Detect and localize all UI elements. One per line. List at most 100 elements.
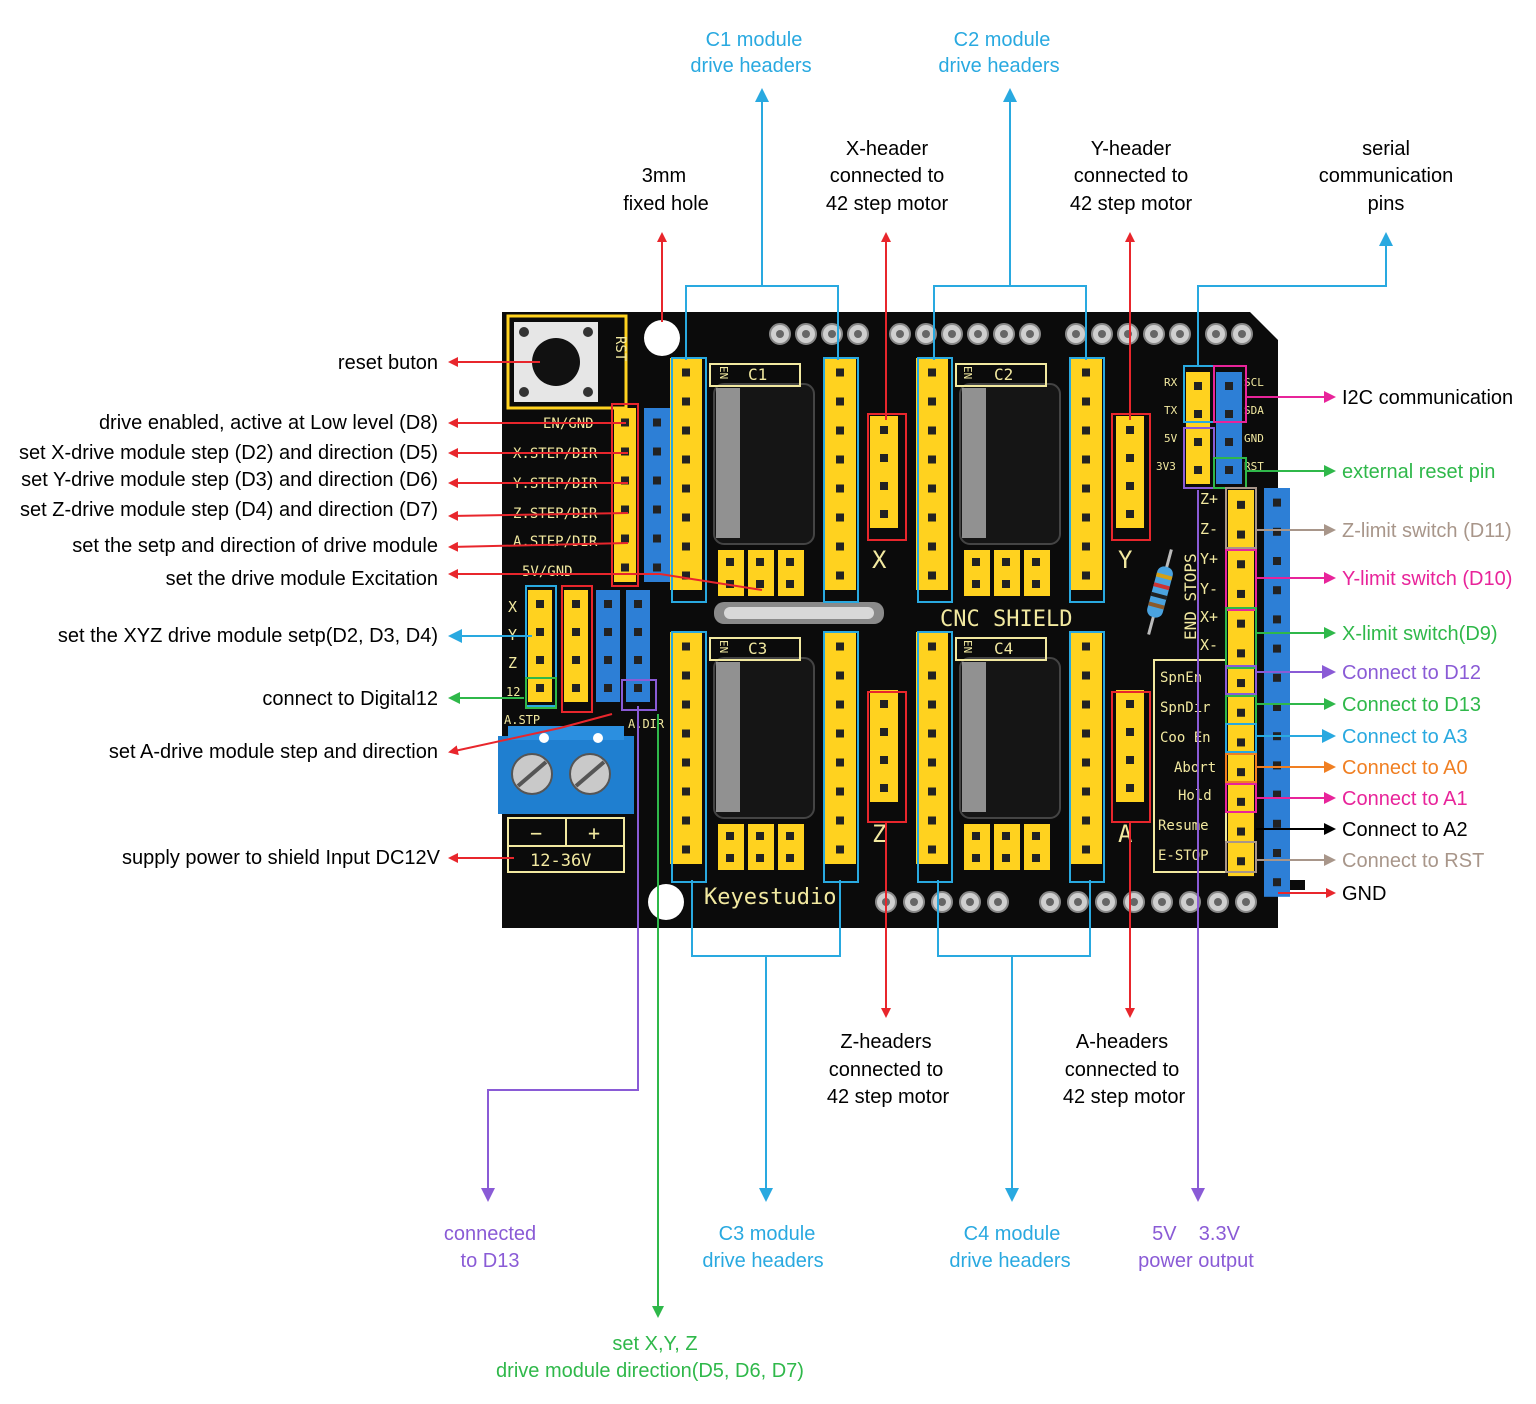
xyz-jumper-outline	[525, 585, 557, 707]
silk-en: EN	[961, 366, 974, 379]
mount-hole-bottom	[648, 884, 684, 920]
label-x-step: set X-drive module step (D2) and directi…	[19, 442, 438, 464]
silk-sda: SDA	[1244, 404, 1264, 417]
silk-ym: Y-	[1200, 580, 1218, 598]
jumper-col-1	[528, 590, 552, 702]
a-jumper-outline	[561, 585, 593, 713]
label-hole-line2: fixed hole	[623, 193, 709, 215]
silk-coolen: Coo En	[1160, 730, 1211, 746]
jumper-col-2	[564, 590, 588, 702]
silk-brand: Keyestudio	[704, 885, 836, 910]
silk-estop: E-STOP	[1158, 848, 1209, 864]
silk-axis-label: Y	[1118, 546, 1133, 574]
driver-module-c4: C4A	[916, 632, 1144, 870]
silk-axis-label: X	[872, 546, 887, 574]
motor-header	[1116, 690, 1144, 802]
label-i2c: I2C communication	[1342, 387, 1513, 409]
driver-socket-right	[1070, 632, 1102, 864]
motor-header	[1116, 416, 1144, 528]
label-xhdr-line2: connected to	[830, 165, 945, 187]
control-pin-header	[614, 408, 670, 582]
silk-plus: +	[588, 821, 600, 845]
callout-overlay	[525, 357, 1257, 883]
microstep-jumper-block	[528, 590, 650, 702]
bottom-labels: connected to D13 C3 module drive headers…	[444, 1031, 1254, 1382]
c3-left-socket-outline	[671, 631, 707, 883]
label-serial-line3: pins	[1368, 193, 1405, 215]
label-y-step: set Y-drive module step (D3) and directi…	[21, 469, 438, 491]
label-yhdr-line2: connected to	[1074, 165, 1189, 187]
silk-scl: SCL	[1244, 376, 1264, 389]
driver-socket-left	[916, 632, 948, 864]
label-pwr-line2: power output	[1138, 1250, 1254, 1272]
silk-spnen: SpnEn	[1160, 670, 1202, 686]
silk-hold: Hold	[1178, 788, 1212, 804]
driver-module-c3: C3Z	[670, 632, 898, 870]
silk-en: EN	[717, 366, 730, 379]
label-serial-line1: serial	[1362, 138, 1410, 160]
silk-module-label: C1	[748, 365, 767, 384]
label-c2-line1: C2 module	[954, 29, 1051, 51]
silk-xp: X+	[1200, 608, 1218, 626]
microstep-jumper	[994, 550, 1020, 596]
silk-voltage: 12-36V	[530, 851, 591, 871]
silk-rx: RX	[1164, 376, 1178, 389]
silk-en: EN	[717, 640, 730, 653]
left-labels: reset buton drive enabled, active at Low…	[19, 352, 441, 869]
z-limit-outline	[1225, 487, 1257, 549]
microstep-jumper	[748, 824, 774, 870]
microstep-jumper	[778, 824, 804, 870]
label-ahdr-line1: A-headers	[1076, 1031, 1168, 1053]
motor-header	[870, 416, 898, 528]
label-d13-line2: to D13	[461, 1250, 520, 1272]
label-c4-line1: C4 module	[964, 1223, 1061, 1245]
silk-axis-label: Z	[872, 820, 886, 848]
label-y-limit: Y-limit switch (D10)	[1342, 568, 1512, 590]
silk-xm: X-	[1200, 636, 1218, 654]
label-a2: Connect to A2	[1342, 819, 1468, 841]
silk-a-step: A.STEP/DIR	[513, 534, 598, 550]
label-d12: Connect to D12	[1342, 662, 1481, 684]
label-rst: Connect to RST	[1342, 850, 1484, 872]
silk-5v: 5V	[1164, 432, 1178, 445]
x-limit-outline	[1225, 607, 1257, 669]
label-dir-line2: drive module direction(D5, D6, D7)	[496, 1360, 804, 1382]
label-dir-line1: set X,Y, Z	[612, 1333, 697, 1355]
label-ext-reset: external reset pin	[1342, 461, 1495, 483]
silk-zp: Z+	[1200, 490, 1218, 508]
label-pwr-line1: 5V 3.3V	[1152, 1223, 1240, 1245]
silk-endstops: END STOPS	[1181, 553, 1200, 640]
label-z-limit: Z-limit switch (D11)	[1342, 520, 1512, 542]
label-a3: Connect to A3	[1342, 726, 1468, 748]
label-ahdr-line2: connected to	[1065, 1059, 1180, 1081]
c4-left-socket-outline	[917, 631, 953, 883]
driver-socket-right	[824, 358, 856, 590]
silk-12: 12	[506, 685, 520, 699]
driver-socket-left	[916, 358, 948, 590]
y-limit-outline	[1225, 549, 1257, 611]
driver-socket-right	[1070, 358, 1102, 590]
label-a-drive: set A-drive module step and direction	[109, 741, 438, 763]
silk-astp: A.STP	[504, 713, 540, 727]
label-a-step: set the setp and direction of drive modu…	[72, 535, 438, 557]
silk-zm: Z-	[1200, 520, 1218, 538]
microstep-jumper	[1024, 550, 1050, 596]
driver-socket-left	[670, 632, 702, 864]
silk-module-label: C3	[748, 639, 767, 658]
microstep-jumper	[1024, 824, 1050, 870]
jumper-col-4	[626, 590, 650, 702]
estop-outline	[1225, 841, 1257, 873]
label-zhdr-line2: connected to	[829, 1059, 944, 1081]
label-yhdr-line1: Y-header	[1091, 138, 1172, 160]
control-header-blue	[644, 408, 670, 582]
silk-yp: Y+	[1200, 550, 1218, 568]
label-c2-line2: drive headers	[938, 55, 1059, 77]
control-header-yellow	[614, 408, 636, 582]
label-z-step: set Z-drive module step (D4) and directi…	[20, 499, 438, 521]
label-c3-line1: C3 module	[719, 1223, 816, 1245]
silk-z: Z	[508, 654, 517, 672]
crystal	[714, 602, 884, 624]
power-terminal-block[interactable]	[498, 726, 634, 814]
